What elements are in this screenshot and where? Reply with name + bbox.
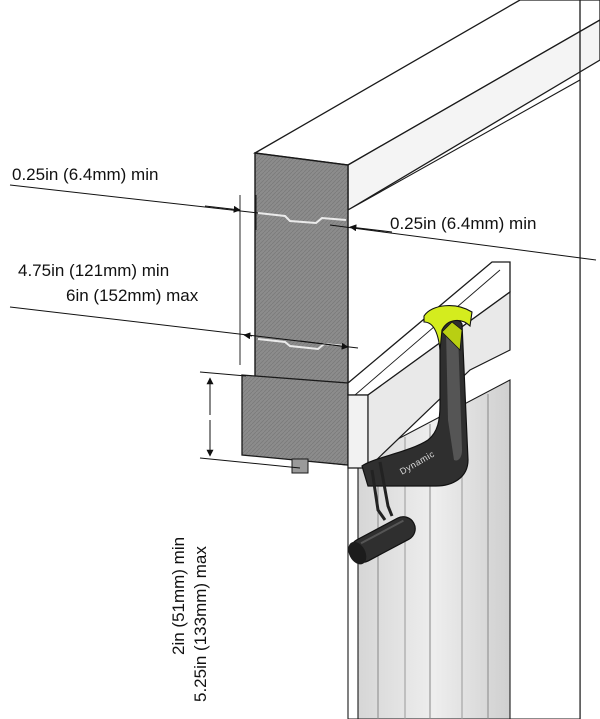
- label-height-max: 5.25in (133mm) max: [191, 546, 210, 702]
- label-height-min: 2in (51mm) min: [169, 536, 188, 655]
- label-depth-max: 6in (152mm) max: [66, 286, 199, 305]
- dimension-depth: [9, 306, 359, 350]
- dimension-height: [199, 371, 301, 469]
- beam-section: [241, 152, 349, 474]
- dimension-top-left-gap: [9, 184, 259, 365]
- handle-roller: [348, 516, 416, 565]
- label-top-right-gap: 0.25in (6.4mm) min: [390, 214, 537, 233]
- anchor-device: [348, 305, 473, 565]
- mount-bracket: [347, 261, 511, 470]
- dimension-top-right-gap: [329, 224, 597, 261]
- label-depth-min: 4.75in (121mm) min: [18, 261, 170, 280]
- label-top-left-gap: 0.25in (6.4mm) min: [12, 165, 159, 184]
